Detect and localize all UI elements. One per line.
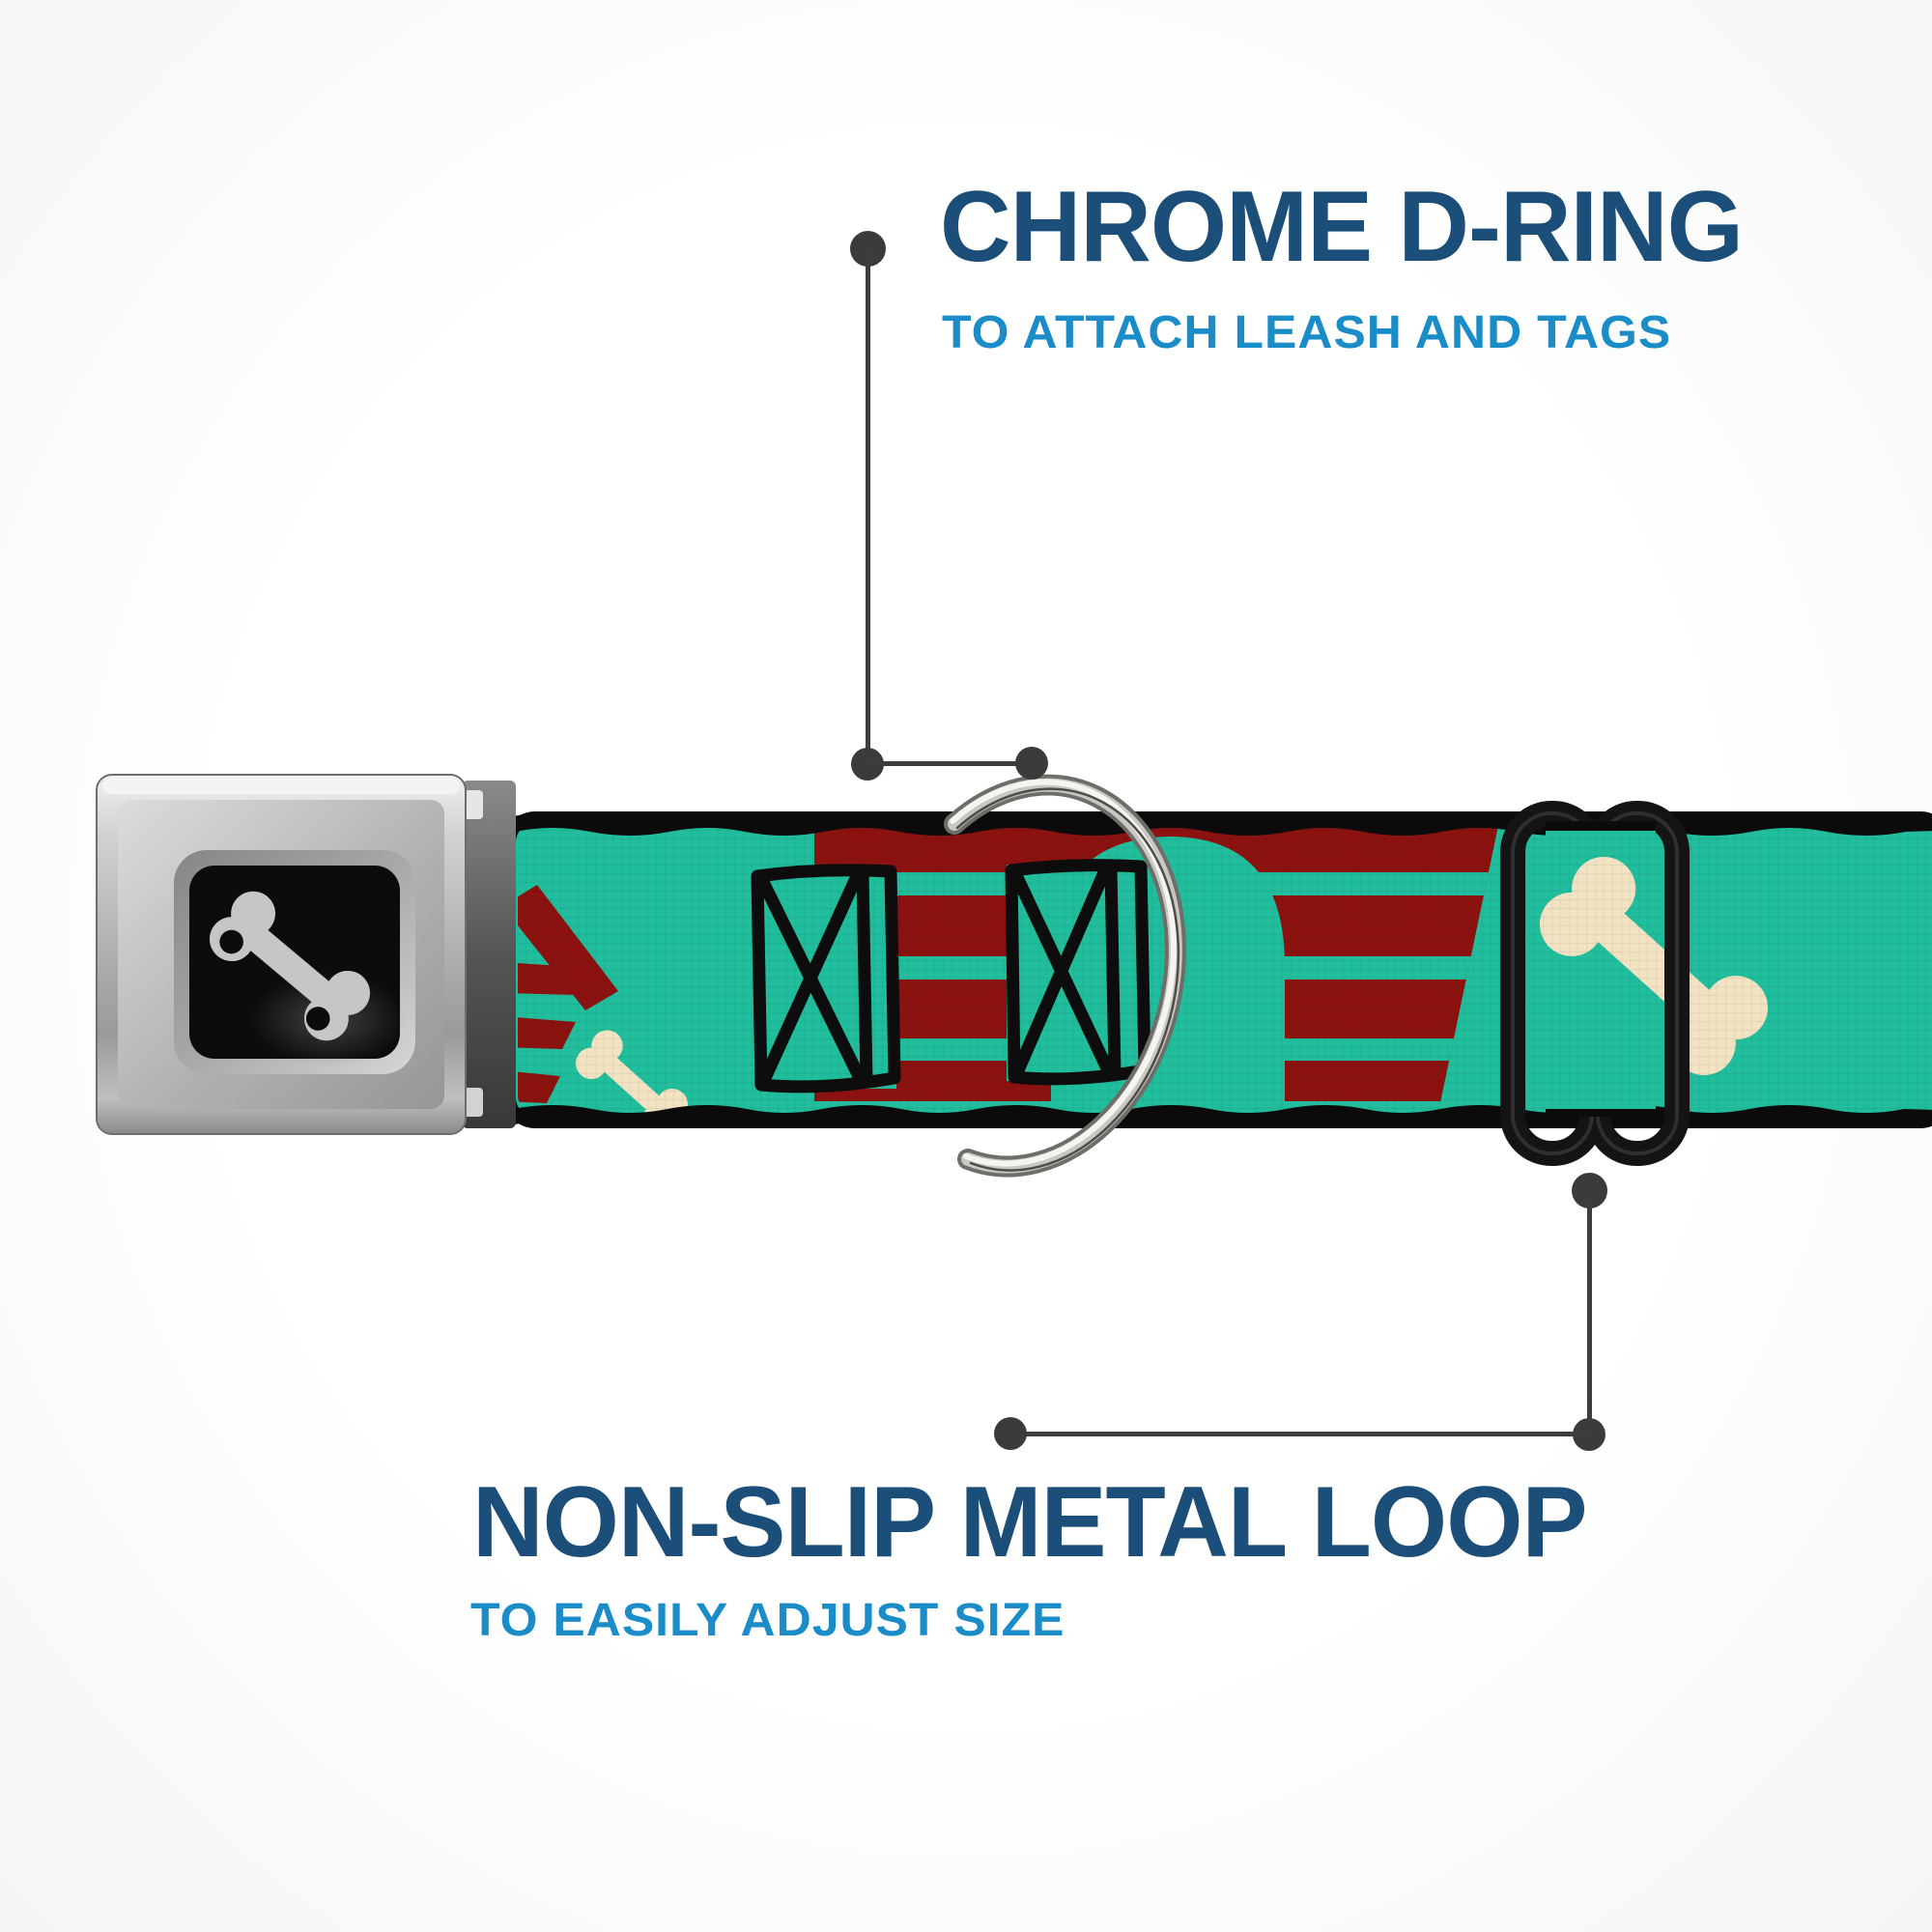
callout-top-subtitle: TO ATTACH LEASH AND TAGS <box>942 307 1672 358</box>
callout-top-target-dot <box>1015 747 1048 780</box>
callout-top-horizontal-line <box>867 761 1032 766</box>
callout-bottom-horizontal-line <box>1012 1432 1587 1436</box>
strap-bottom-edge <box>512 1105 1932 1128</box>
buckle-flange <box>462 781 516 1128</box>
bone-logo-icon <box>200 882 380 1050</box>
callout-bottom-title: NON-SLIP METAL LOOP <box>472 1466 1588 1578</box>
callout-bottom-vertical-line <box>1587 1198 1592 1434</box>
callout-bottom-end-dot <box>994 1417 1027 1450</box>
callout-top-title: CHROME D-RING <box>940 171 1744 283</box>
callout-top-vertical-line <box>866 253 870 765</box>
chrome-d-ring <box>944 774 1186 1178</box>
callout-bottom-subtitle: TO EASILY ADJUST SIZE <box>470 1595 1065 1646</box>
strap-over-loop-patch <box>1546 821 1656 1117</box>
strap-top-edge <box>512 812 1932 836</box>
collar-strap <box>504 811 1932 1128</box>
seatbelt-buckle <box>96 774 516 1135</box>
